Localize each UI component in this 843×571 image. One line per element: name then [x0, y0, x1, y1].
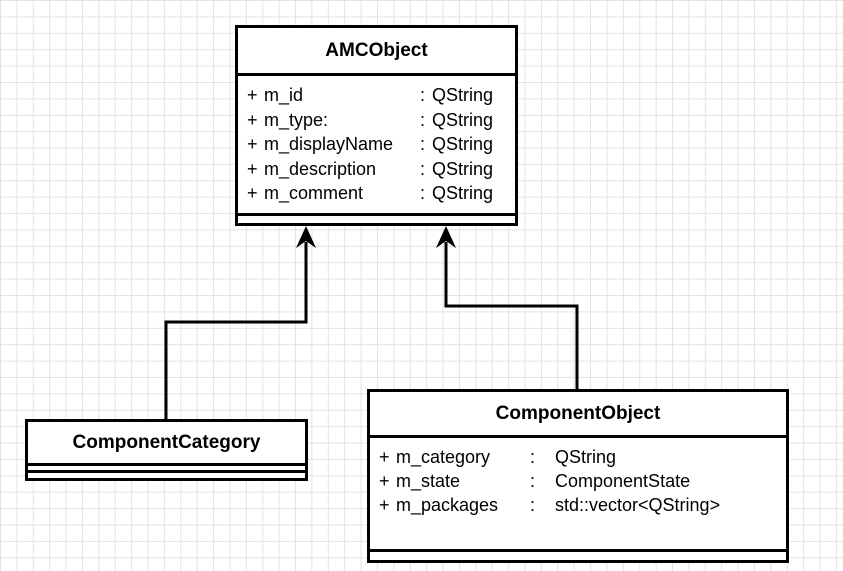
attribute-name: m_state — [396, 471, 461, 491]
attribute-separator: : — [420, 183, 426, 203]
operations-separator — [370, 549, 786, 552]
generalization-line-componentobject — [444, 242, 579, 390]
attribute-type: ComponentState — [555, 471, 691, 491]
class-componentcategory[interactable]: ComponentCategory — [25, 419, 308, 481]
attribute-visibility: + — [247, 134, 258, 154]
attribute-separator: : — [420, 85, 426, 105]
attribute-visibility: + — [379, 447, 390, 467]
class-amcobject[interactable]: AMCObject +m_id:QString+m_type::QString+… — [235, 25, 518, 226]
attribute-separator: : — [420, 109, 426, 130]
attribute-type: QString — [555, 447, 617, 467]
class-componentobject[interactable]: ComponentObject + m_category: QString + m_st… — [367, 389, 789, 563]
attribute-name: m_comment — [264, 183, 364, 203]
attribute-visibility: + — [379, 495, 390, 515]
attribute-separator: : — [530, 495, 536, 515]
attributes-componentobject: + m_category: QString + m_state: ComponentSta… — [370, 438, 786, 560]
attribute-visibility: + — [247, 183, 258, 203]
attribute-visibility: + — [247, 109, 258, 130]
attribute-type: QString — [432, 183, 494, 203]
attribute-type: std::vector<QString> — [555, 495, 721, 515]
class-name-amcobject: AMCObject — [238, 28, 515, 76]
attributes-amcobject: +m_id:QString+m_type::QString+m_displayN… — [238, 76, 515, 223]
attribute-name: m_packages — [396, 495, 499, 515]
attribute-separator: : — [420, 158, 426, 179]
attribute-separator: : — [530, 447, 536, 467]
attribute-visibility: + — [379, 471, 390, 491]
attribute-separator: : — [420, 134, 426, 154]
generalization-arrowhead-componentcategory — [296, 226, 316, 248]
attribute-type: QString — [432, 158, 494, 179]
attribute-separator: : — [530, 471, 536, 491]
attribute-name: m_id — [264, 85, 304, 105]
generalization-line-componentcategory — [164, 242, 308, 421]
operations-separator — [238, 213, 515, 216]
attribute-name: m_displayName — [264, 134, 394, 154]
attribute-name: m_description — [264, 158, 377, 179]
attribute-name: m_type: — [264, 109, 329, 130]
attribute-type: QString — [432, 109, 494, 130]
attribute-name: m_category — [396, 447, 491, 467]
class-name-componentobject: ComponentObject — [370, 392, 786, 438]
attributes-componentcategory — [28, 466, 305, 478]
class-name-componentcategory: ComponentCategory — [28, 422, 305, 466]
attribute-type: QString — [432, 85, 494, 105]
operations-separator — [28, 470, 305, 473]
attribute-visibility: + — [247, 158, 258, 179]
generalization-arrowhead-componentobject — [436, 226, 456, 248]
attribute-type: QString — [432, 134, 494, 154]
attribute-visibility: + — [247, 85, 258, 105]
